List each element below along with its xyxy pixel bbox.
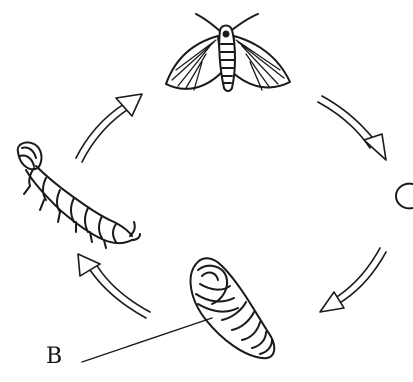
pupa-label-b: B (46, 344, 62, 369)
arrow-larva-to-adult-icon (76, 94, 142, 162)
caterpillar-larva-icon (18, 142, 140, 248)
egg-icon (396, 184, 413, 209)
pupa-icon (191, 258, 275, 358)
moth-adult-icon (166, 14, 290, 91)
arrow-pupa-to-larva-icon (78, 254, 150, 318)
arrow-adult-to-egg-icon (318, 96, 386, 160)
arrow-egg-to-pupa-icon (320, 248, 386, 312)
label-b-pointer-line (82, 318, 212, 362)
